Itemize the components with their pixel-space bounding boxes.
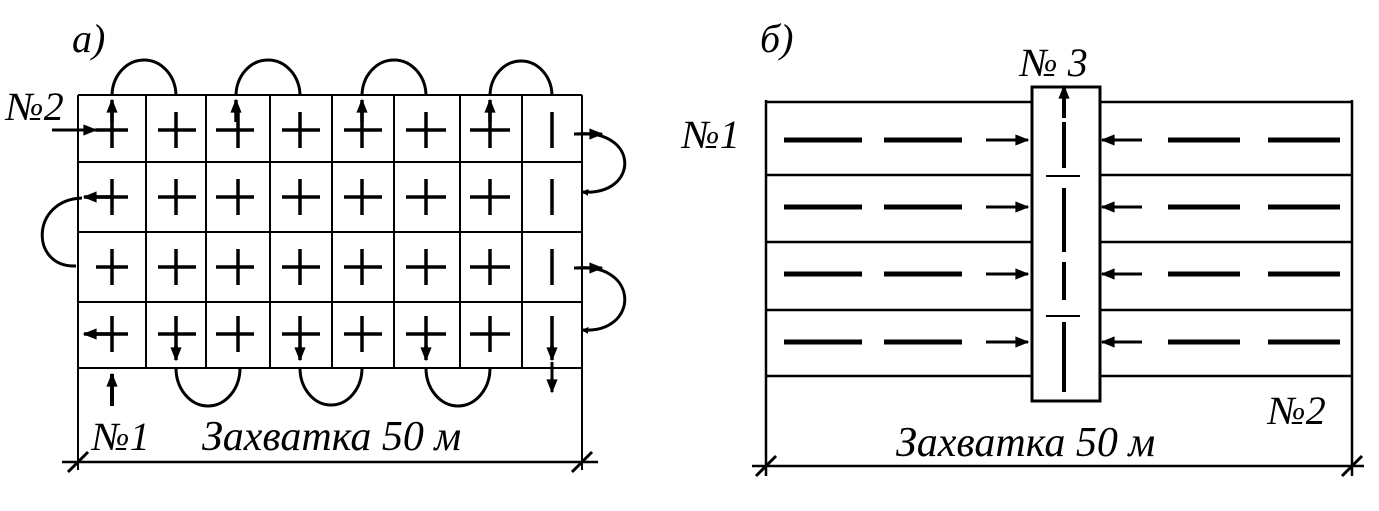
panel-b: б) №1 № 3 №2 Захватка 50 м [680, 16, 1364, 478]
panel-b-roller-passes [784, 134, 1340, 348]
panel-b-label: б) [760, 16, 793, 61]
panel-b-center-passes [1046, 122, 1080, 392]
turn-loop-right [575, 266, 627, 334]
turn-loop-top [110, 58, 178, 97]
turn-loop-left [40, 196, 83, 268]
panel-a: а) №2 №1 Захватка 50 м [4, 16, 627, 474]
panel-b-dimension-tick-left [754, 454, 778, 478]
turn-loop-bottom [174, 367, 242, 408]
panel-a-start-label: №2 [4, 84, 64, 129]
panel-b-center-label: № 3 [1018, 40, 1088, 85]
turn-loop-right [575, 132, 627, 196]
panel-a-end-label: №1 [90, 414, 150, 459]
turn-loop-bottom [424, 367, 492, 408]
panel-b-caption: Захватка 50 м [896, 420, 1155, 466]
panel-b-right-label: №2 [1266, 388, 1326, 433]
panel-a-roller-passes [82, 98, 558, 394]
turn-loop-bottom [298, 367, 364, 407]
panel-a-caption: Захватка 50 м [202, 414, 461, 460]
panel-a-dimension-tick-left [66, 450, 90, 474]
panel-a-label: а) [72, 16, 105, 61]
turn-loop-top [488, 59, 554, 97]
panel-a-turn-loops [40, 58, 627, 408]
panel-a-grid [77, 94, 583, 369]
panel-b-left-label: №1 [680, 112, 740, 157]
turn-loop-top [234, 58, 302, 97]
panel-b-dimension-tick-right [1340, 454, 1364, 478]
panel-a-dimension-tick-right [570, 450, 594, 474]
turn-loop-top [360, 58, 428, 97]
